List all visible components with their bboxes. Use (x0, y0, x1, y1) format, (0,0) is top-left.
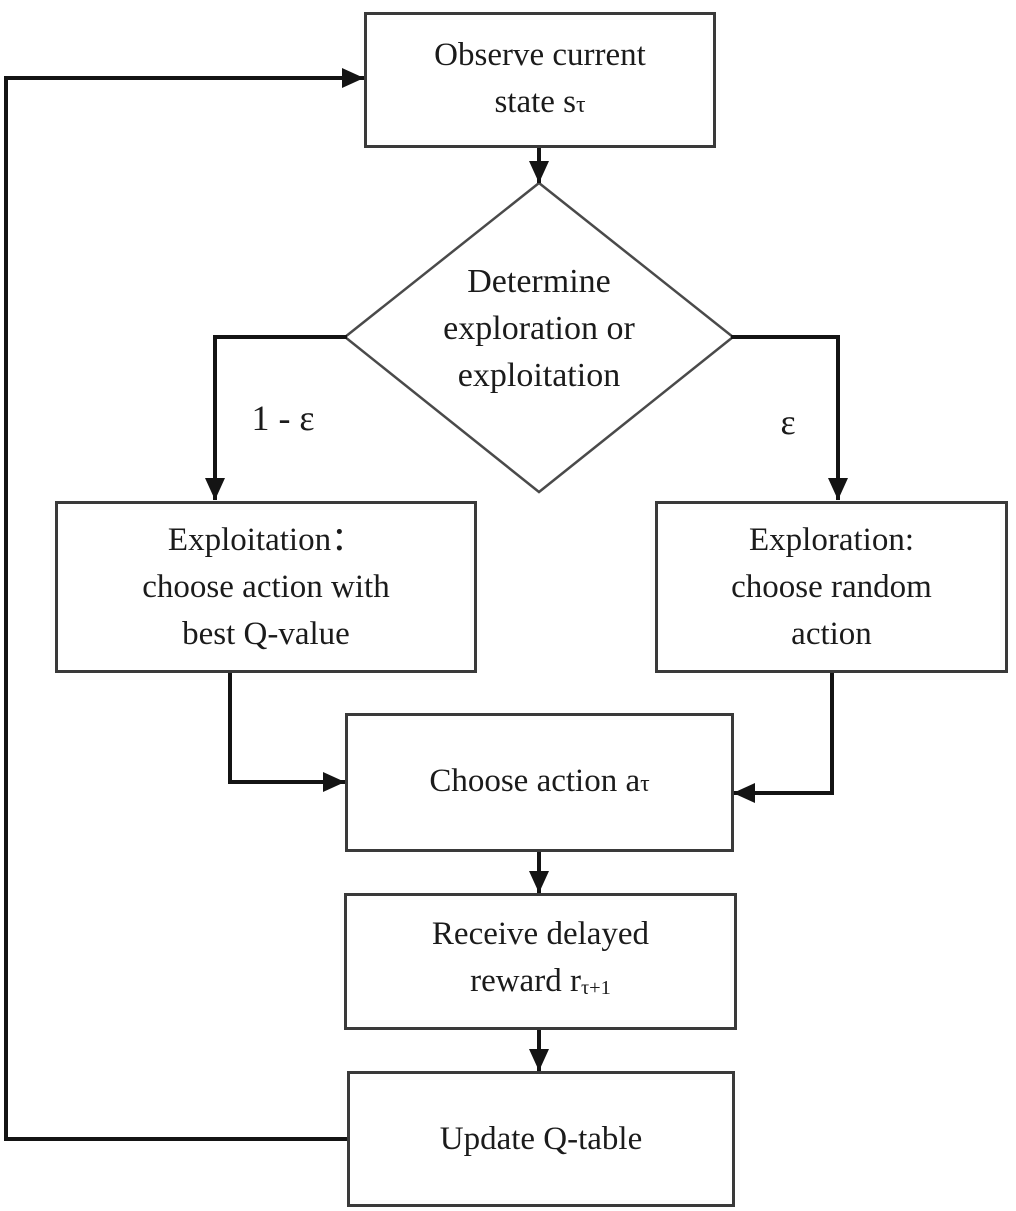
tau-plus-one-subscript: τ+1 (580, 976, 611, 999)
edge-label-one-minus-epsilon: 1 - ε (251, 398, 315, 438)
exploitation-line2: choose action with (142, 568, 390, 605)
arrow-decision-to-exploration (731, 335, 848, 500)
receive-reward-node: Receive delayed reward rτ+1 (344, 893, 737, 1030)
observe-state-line2: state sτ (494, 83, 586, 120)
choose-action-label: Choose action aτ (429, 762, 650, 799)
choose-action-node: Choose action aτ (345, 713, 734, 852)
receive-reward-line2: reward rτ+1 (470, 963, 611, 1000)
decision-diamond-shape (342, 181, 736, 494)
arrow-update-loop-to-observe (4, 68, 364, 1141)
arrow-exploration-to-choose (733, 673, 834, 803)
update-qtable-node: Update Q-table (347, 1071, 735, 1207)
exploration-line3: action (791, 615, 872, 652)
decision-line3: exploitation (457, 357, 621, 394)
exploitation-line3: best Q-value (182, 615, 350, 652)
exploitation-line1: Exploitation： (167, 521, 365, 558)
arrow-exploitation-to-choose (228, 673, 345, 792)
update-qtable-label: Update Q-table (439, 1120, 643, 1157)
receive-reward-line1: Receive delayed (431, 916, 650, 953)
exploitation-node: Exploitation： choose action with best Q-… (55, 501, 477, 673)
decision-line1: Determine (467, 263, 611, 300)
exploration-line1: Exploration: (749, 521, 914, 558)
exploration-node: Exploration: choose random action (655, 501, 1008, 673)
arrow-decision-to-exploitation (205, 335, 347, 500)
tau-subscript: τ (576, 91, 586, 118)
observe-state-node: Observe current state sτ (364, 12, 716, 148)
observe-state-line1: Observe current (434, 36, 646, 73)
decision-line2: exploration or (443, 310, 635, 347)
decision-diamond-label: Determine exploration or exploitation (375, 258, 703, 399)
exploration-line2: choose random (731, 568, 932, 605)
edge-label-epsilon: ε (780, 402, 796, 442)
tau-subscript: τ (640, 770, 650, 797)
